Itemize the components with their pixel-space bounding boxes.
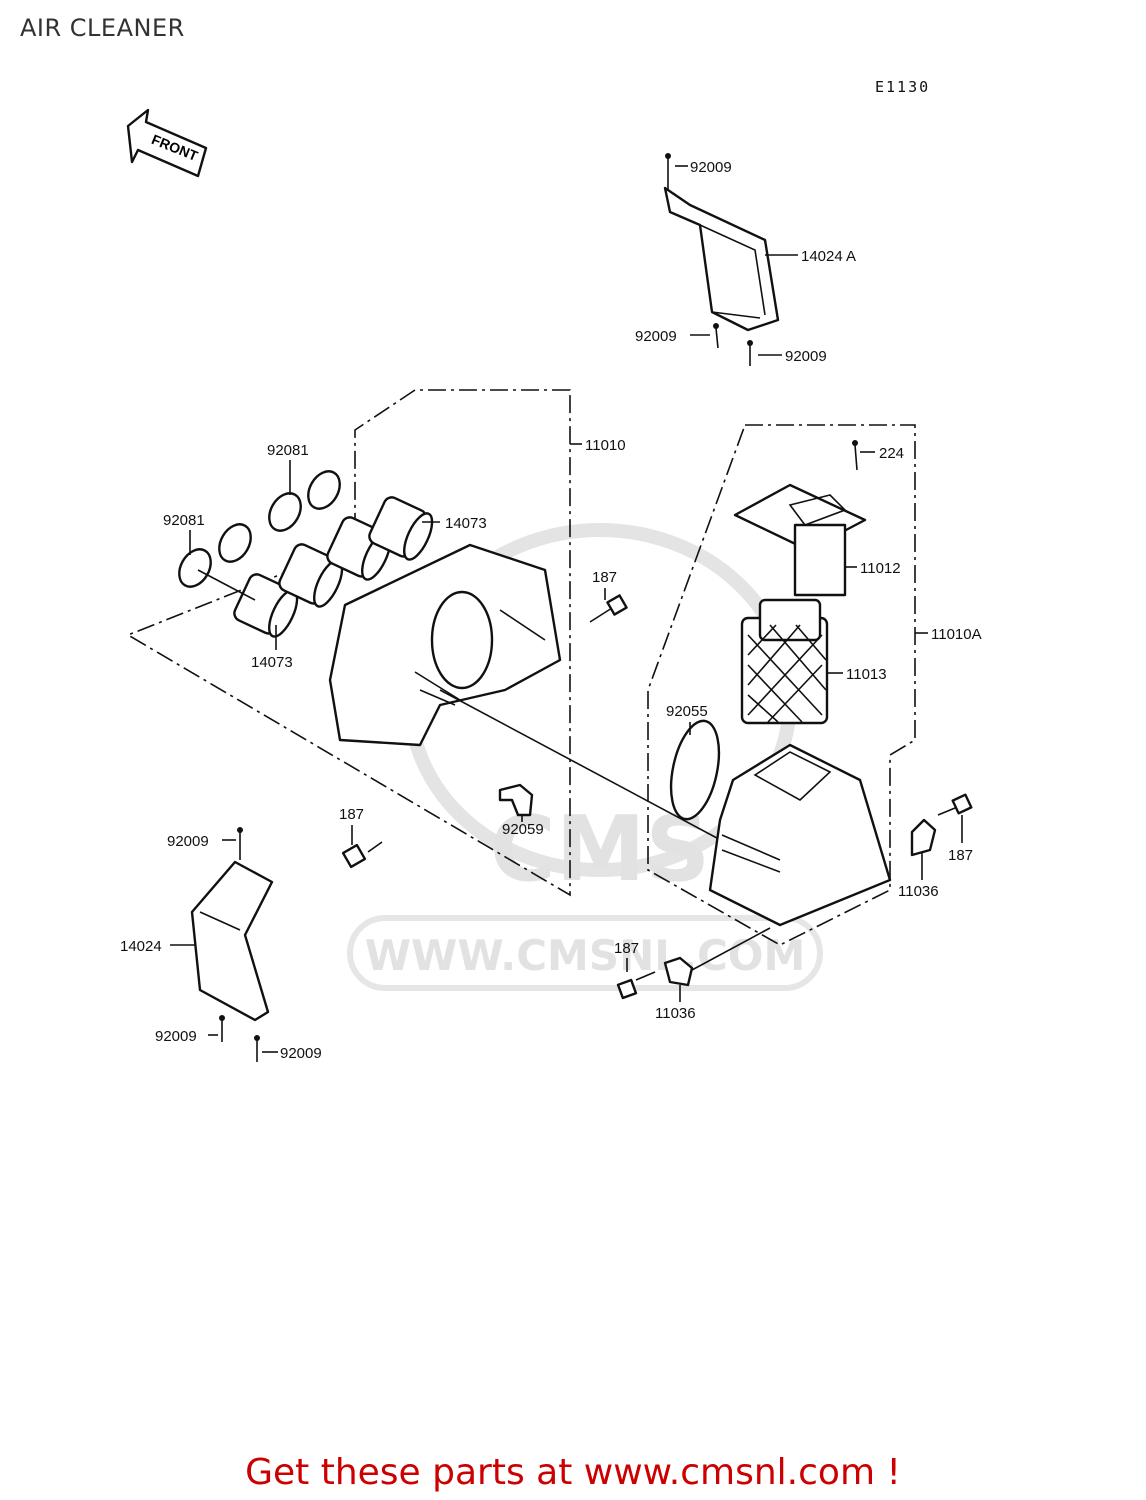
bolt-187-lower <box>341 841 383 869</box>
label-92009-mid-right: 92009 <box>785 348 827 365</box>
label-92081-top: 92081 <box>267 442 309 459</box>
bracket-11036-bottom <box>663 927 771 987</box>
label-92009-mid-left: 92009 <box>635 328 677 345</box>
ducts-14073 <box>233 496 434 638</box>
bolt-187-bottom <box>616 971 656 1000</box>
label-92009-cover-top: 92009 <box>167 833 209 850</box>
air-box-housing <box>328 543 562 747</box>
label-14073-top: 14073 <box>445 515 487 532</box>
label-11036-right: 11036 <box>898 883 939 900</box>
label-92055: 92055 <box>666 703 708 720</box>
cover-14024a <box>663 186 780 332</box>
label-92009-cover-bl: 92009 <box>155 1028 197 1045</box>
bracket-11036-right <box>910 818 937 857</box>
label-187-lower: 187 <box>339 806 364 823</box>
front-arrow-icon: FRONT <box>126 108 208 178</box>
bolt-187-right <box>937 793 973 816</box>
o-rings-92081 <box>178 470 341 588</box>
label-14024a: 14024 A <box>801 248 856 265</box>
page-title: AIR CLEANER <box>20 14 185 42</box>
label-187-bottom: 187 <box>614 940 639 957</box>
screw-92009-d <box>237 827 243 860</box>
diagram-code: E1130 <box>875 78 930 96</box>
bolt-187-upper <box>589 594 628 623</box>
screw-92009-f <box>254 1035 260 1062</box>
label-187-upper: 187 <box>592 569 617 586</box>
label-11013: 11013 <box>846 666 887 683</box>
holder-11012 <box>733 483 867 597</box>
label-11012: 11012 <box>860 560 901 577</box>
label-92059: 92059 <box>502 821 544 838</box>
label-11036-bottom: 11036 <box>655 1005 696 1022</box>
filter-case <box>708 743 892 927</box>
elbow-92059 <box>498 783 534 817</box>
label-14024: 14024 <box>120 938 162 955</box>
label-92009-top: 92009 <box>690 159 732 176</box>
screw-92009-e <box>219 1015 225 1042</box>
gasket-92055 <box>669 719 721 821</box>
cover-14024 <box>190 860 274 1022</box>
label-92081-left: 92081 <box>163 512 205 529</box>
filter-element-11013 <box>740 598 829 725</box>
label-92009-cover-br: 92009 <box>280 1045 322 1062</box>
label-187-right: 187 <box>948 847 973 864</box>
label-224: 224 <box>879 445 904 462</box>
label-11010a: 11010A <box>931 626 982 643</box>
footer-link-text[interactable]: Get these parts at www.cmsnl.com ! <box>245 1452 901 1493</box>
screw-92009-c <box>747 340 753 366</box>
watermark-url: WWW.CMSNL.COM <box>365 931 806 980</box>
leader-lines <box>170 165 963 1053</box>
screw-92009-b <box>713 323 719 349</box>
label-11010: 11010 <box>585 437 626 454</box>
label-14073-bottom: 14073 <box>251 654 293 671</box>
screw-92009-a <box>665 153 671 190</box>
screw-224 <box>852 440 858 471</box>
